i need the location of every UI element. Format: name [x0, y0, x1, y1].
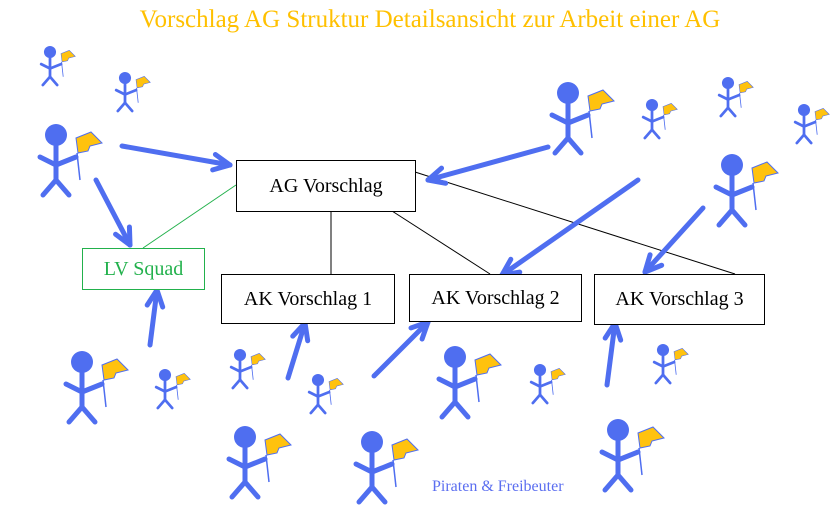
pirate-figure-icon [307, 373, 344, 415]
arrow-icon [119, 143, 233, 173]
arrow-icon [425, 144, 551, 186]
node-lv-squad: LV Squad [82, 248, 205, 290]
footer-caption: Piraten & Freibeuter [432, 478, 564, 495]
pirate-figure-icon [717, 76, 754, 118]
pirate-figure-icon [154, 368, 191, 410]
connector-ag-lv [142, 184, 237, 249]
pirate-figure-icon [436, 346, 502, 420]
pirate-figure-icon [63, 351, 129, 425]
arrow-icon [602, 320, 624, 388]
pirate-figure-icon [353, 431, 419, 505]
node-ak-vorschlag-3: AK Vorschlag 3 [594, 274, 765, 325]
pirate-figure-icon [713, 154, 779, 228]
arrow-icon [642, 205, 706, 275]
pirate-figure-icon [37, 124, 103, 198]
connector-ag-ak2 [391, 210, 491, 275]
pirate-figure-icon [529, 363, 566, 405]
arrow-icon [285, 320, 311, 381]
arrow-icon [371, 319, 431, 379]
pirate-figure-icon [641, 98, 678, 140]
page-title: Vorschlag AG Struktur Detailsansicht zur… [139, 6, 721, 33]
pirate-figure-icon [549, 82, 615, 156]
node-ag-vorschlag: AG Vorschlag [236, 160, 416, 212]
pirate-figure-icon [229, 348, 266, 390]
pirate-figure-icon [226, 426, 292, 500]
pirate-figure-icon [793, 103, 830, 145]
node-ak-vorschlag-2: AK Vorschlag 2 [409, 274, 582, 322]
node-ak-vorschlag-1: AK Vorschlag 1 [221, 274, 395, 324]
arrow-icon [93, 177, 133, 248]
arrow-icon [499, 177, 641, 278]
pirate-figure-icon [652, 343, 689, 385]
pirate-figure-icon [114, 71, 151, 113]
pirate-figure-icon [599, 419, 665, 493]
pirate-figure-icon [39, 45, 76, 87]
arrow-icon [144, 287, 166, 348]
